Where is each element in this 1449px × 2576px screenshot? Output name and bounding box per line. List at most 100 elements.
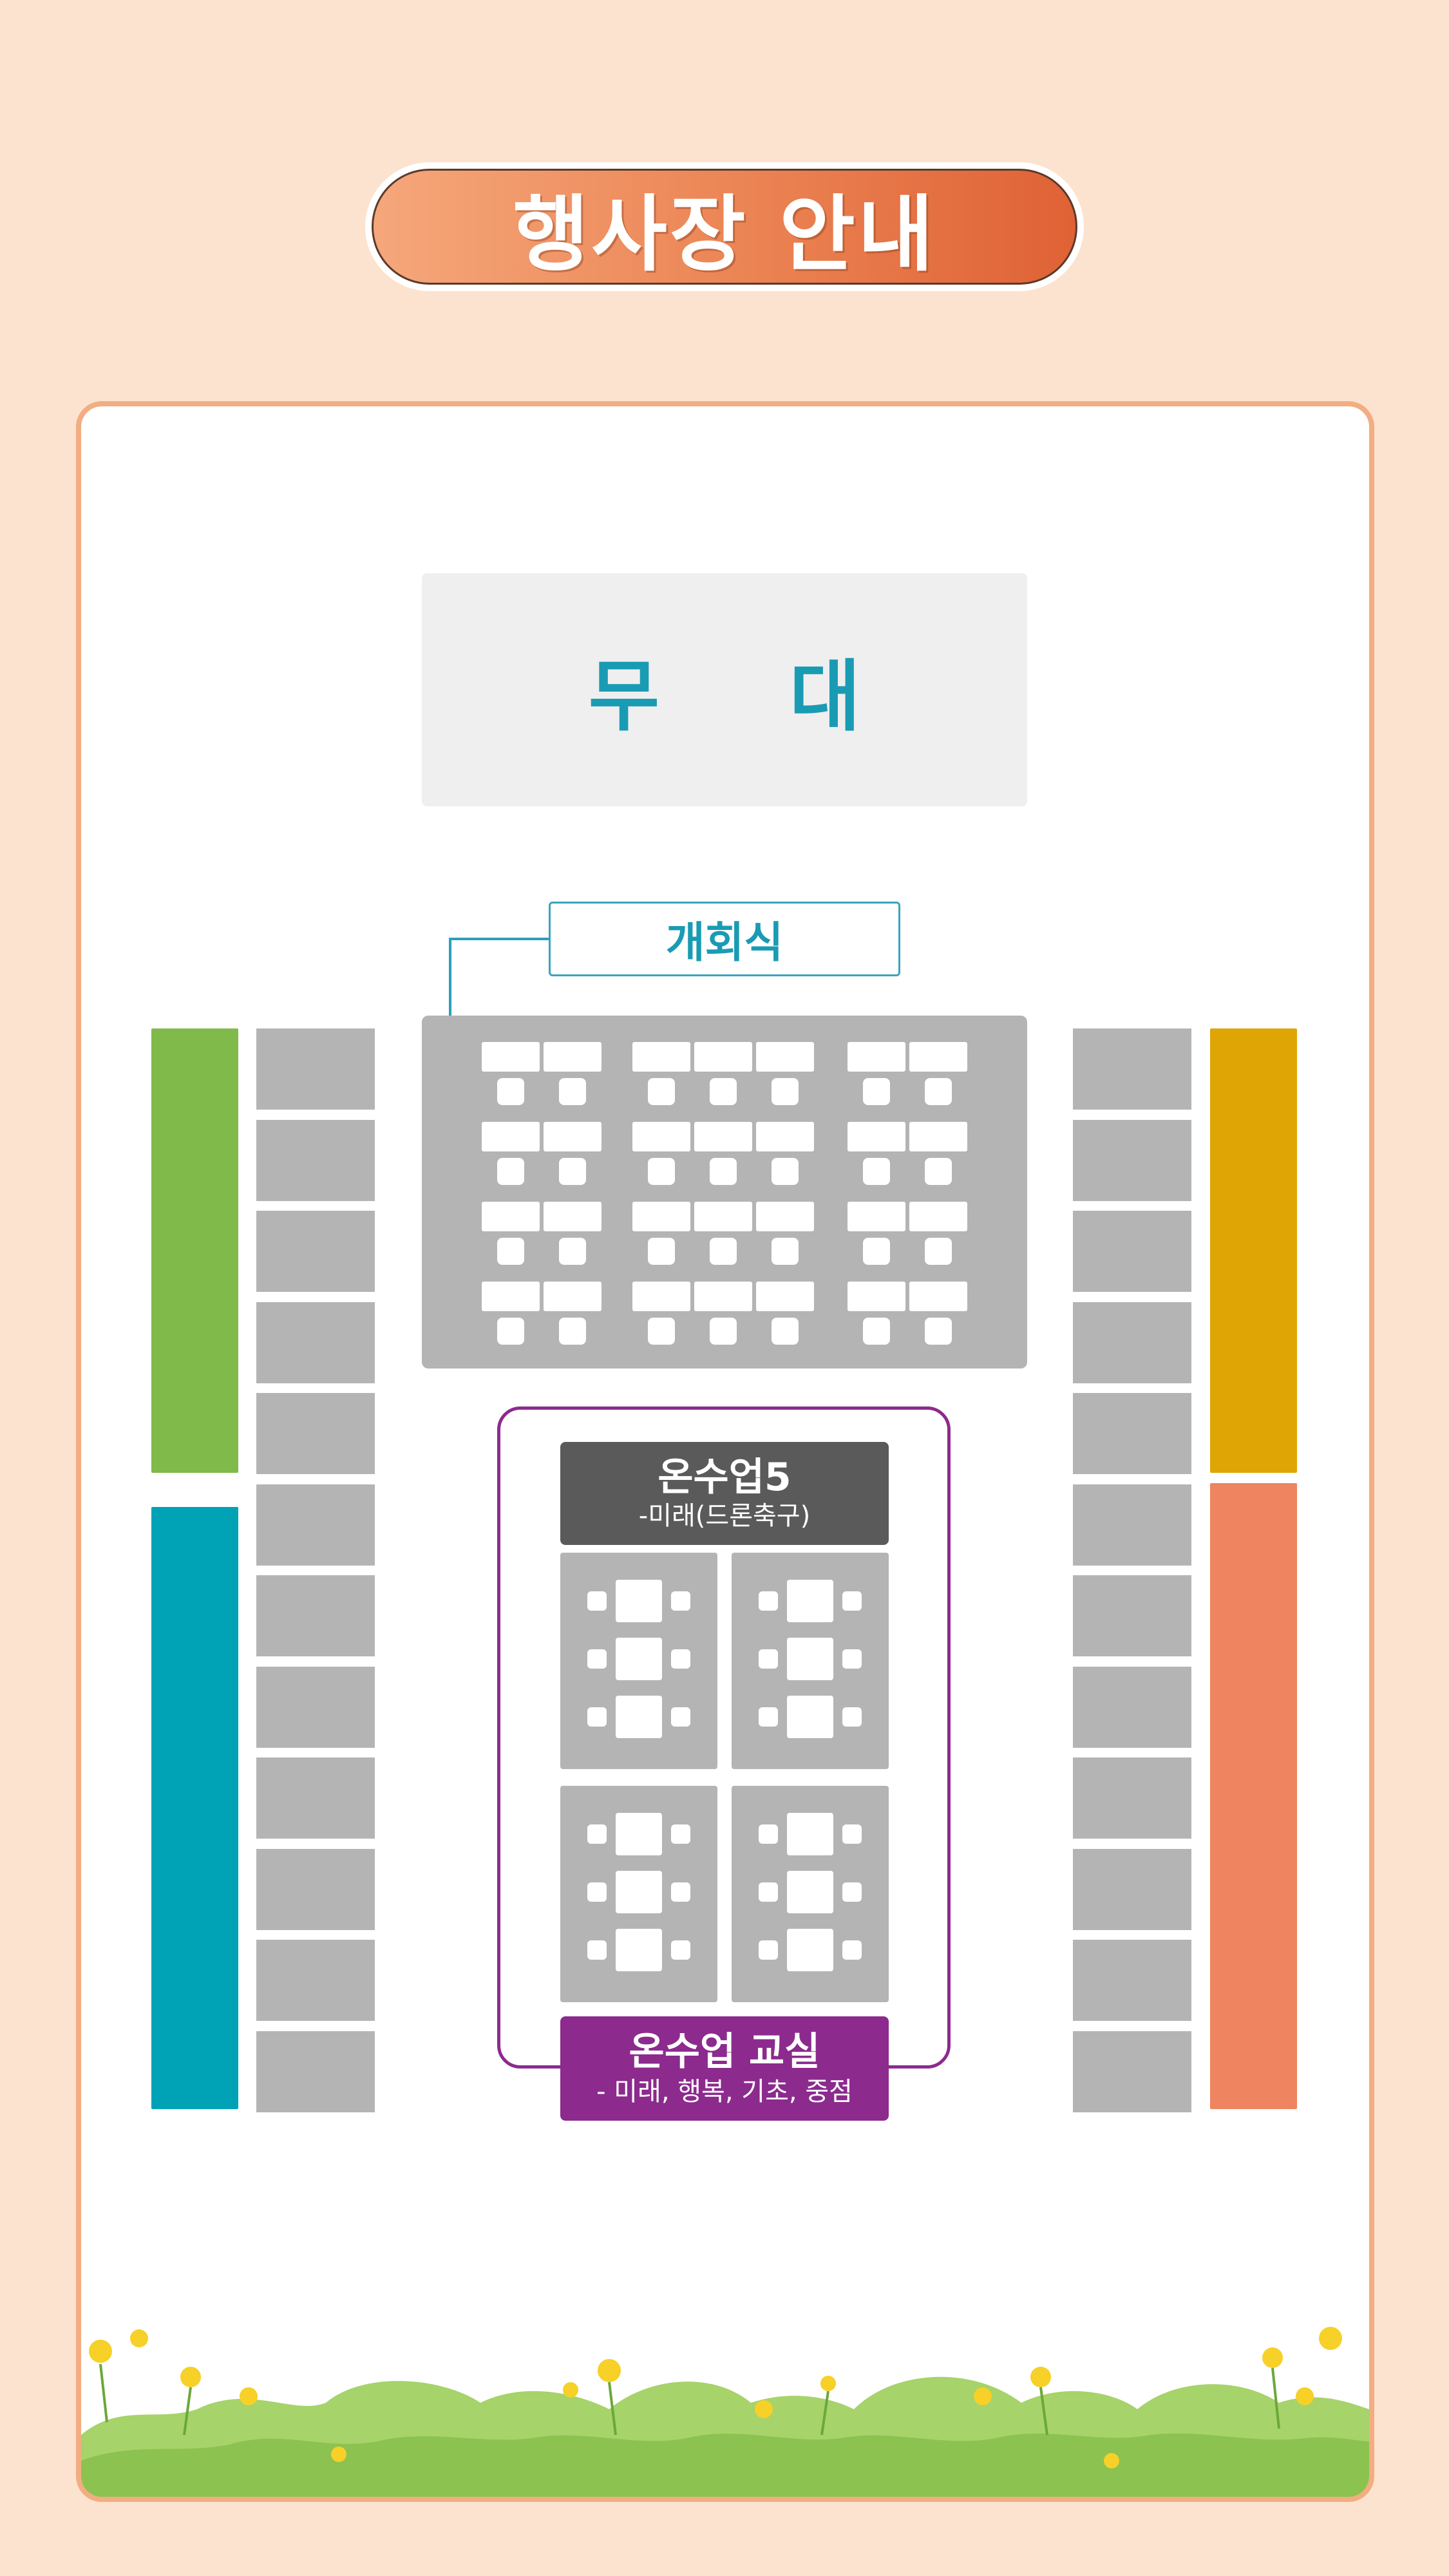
classroom-desk xyxy=(616,1638,662,1680)
chair xyxy=(648,1158,675,1185)
chair xyxy=(925,1238,952,1265)
desk xyxy=(482,1202,540,1231)
classroom-chair xyxy=(759,1591,778,1611)
chair xyxy=(925,1158,952,1185)
booth xyxy=(256,1119,375,1201)
chair xyxy=(863,1158,890,1185)
desk xyxy=(632,1042,690,1072)
chair xyxy=(710,1078,737,1105)
desk xyxy=(544,1202,601,1231)
chair xyxy=(863,1238,890,1265)
booth xyxy=(1073,1119,1191,1201)
classroom-chair xyxy=(587,1940,607,1960)
booth xyxy=(256,1757,375,1839)
stage-label: 무 대 xyxy=(588,652,913,742)
desk xyxy=(632,1122,690,1151)
chair xyxy=(772,1318,799,1345)
classroom-chair xyxy=(587,1591,607,1611)
classroom-chair xyxy=(842,1707,862,1727)
booth xyxy=(1073,1848,1191,1930)
booth xyxy=(256,1940,375,2021)
chair xyxy=(710,1318,737,1345)
classroom-chair xyxy=(842,1649,862,1669)
zone-bar-green xyxy=(151,1028,238,1473)
classroom-chair xyxy=(671,1707,690,1727)
booth xyxy=(1073,1211,1191,1292)
classroom-chair xyxy=(587,1707,607,1727)
classroom-desk xyxy=(616,1871,662,1913)
desk xyxy=(544,1282,601,1311)
desk xyxy=(482,1282,540,1311)
chair xyxy=(863,1078,890,1105)
page-title: 행사장 안내 xyxy=(513,186,936,283)
zone-bar-teal xyxy=(151,1507,238,2109)
booth xyxy=(1073,1393,1191,1474)
classroom-title: 온수업 교실 xyxy=(629,2029,820,2074)
classroom-chair xyxy=(587,1649,607,1669)
classroom-chair xyxy=(842,1882,862,1902)
booth xyxy=(256,1848,375,1930)
chair xyxy=(648,1238,675,1265)
classroom-desk xyxy=(787,1638,833,1680)
classroom-desk xyxy=(787,1696,833,1738)
booth xyxy=(256,1666,375,1748)
class5-title: 온수업5 xyxy=(658,1455,791,1500)
classroom-chair xyxy=(759,1649,778,1669)
classroom-chair xyxy=(671,1882,690,1902)
chair xyxy=(559,1238,586,1265)
stage: 무 대 xyxy=(422,573,1027,806)
booth xyxy=(1073,2031,1191,2112)
classroom-chair xyxy=(671,1940,690,1960)
desk xyxy=(756,1282,814,1311)
opening-ceremony-label: 개회식 xyxy=(665,918,784,967)
classroom-chair xyxy=(671,1824,690,1844)
classroom-chair xyxy=(587,1882,607,1902)
booth xyxy=(256,1028,375,1110)
desk xyxy=(544,1122,601,1151)
desk xyxy=(482,1122,540,1151)
chair xyxy=(925,1078,952,1105)
chair xyxy=(559,1318,586,1345)
classroom-desk xyxy=(787,1929,833,1971)
chair xyxy=(648,1318,675,1345)
chair xyxy=(497,1158,524,1185)
chair xyxy=(772,1078,799,1105)
booth xyxy=(256,1575,375,1656)
classroom-chair xyxy=(759,1707,778,1727)
class5-header: 온수업5 -미래(드론축구) xyxy=(560,1442,889,1545)
desk xyxy=(848,1202,905,1231)
desk xyxy=(544,1042,601,1072)
chair xyxy=(648,1078,675,1105)
classroom-chair xyxy=(671,1591,690,1611)
classroom-chair xyxy=(759,1824,778,1844)
desk xyxy=(756,1042,814,1072)
desk xyxy=(756,1122,814,1151)
booth xyxy=(1073,1484,1191,1566)
classroom-desk xyxy=(616,1929,662,1971)
desk xyxy=(909,1282,967,1311)
classroom-chair xyxy=(842,1940,862,1960)
classroom-desk xyxy=(787,1813,833,1855)
booth xyxy=(1073,1302,1191,1383)
classroom-chair xyxy=(842,1591,862,1611)
classroom-chair xyxy=(842,1824,862,1844)
classroom-chair xyxy=(671,1649,690,1669)
chair xyxy=(710,1238,737,1265)
booth xyxy=(256,1484,375,1566)
classroom-label-box: 온수업 교실 - 미래, 행복, 기초, 중점 xyxy=(560,2016,889,2121)
opening-ceremony-label-box: 개회식 xyxy=(549,902,900,976)
desk xyxy=(632,1202,690,1231)
grass-flowers-decoration xyxy=(81,2327,1369,2497)
zone-bar-mustard xyxy=(1210,1028,1297,1473)
booth xyxy=(256,1302,375,1383)
desk xyxy=(694,1282,752,1311)
booth xyxy=(256,2031,375,2112)
chair xyxy=(497,1238,524,1265)
chair xyxy=(559,1158,586,1185)
booth xyxy=(256,1211,375,1292)
chair xyxy=(710,1158,737,1185)
callout-line xyxy=(449,938,549,940)
desk xyxy=(909,1122,967,1151)
booth xyxy=(1073,1575,1191,1656)
classroom-desk xyxy=(787,1871,833,1913)
